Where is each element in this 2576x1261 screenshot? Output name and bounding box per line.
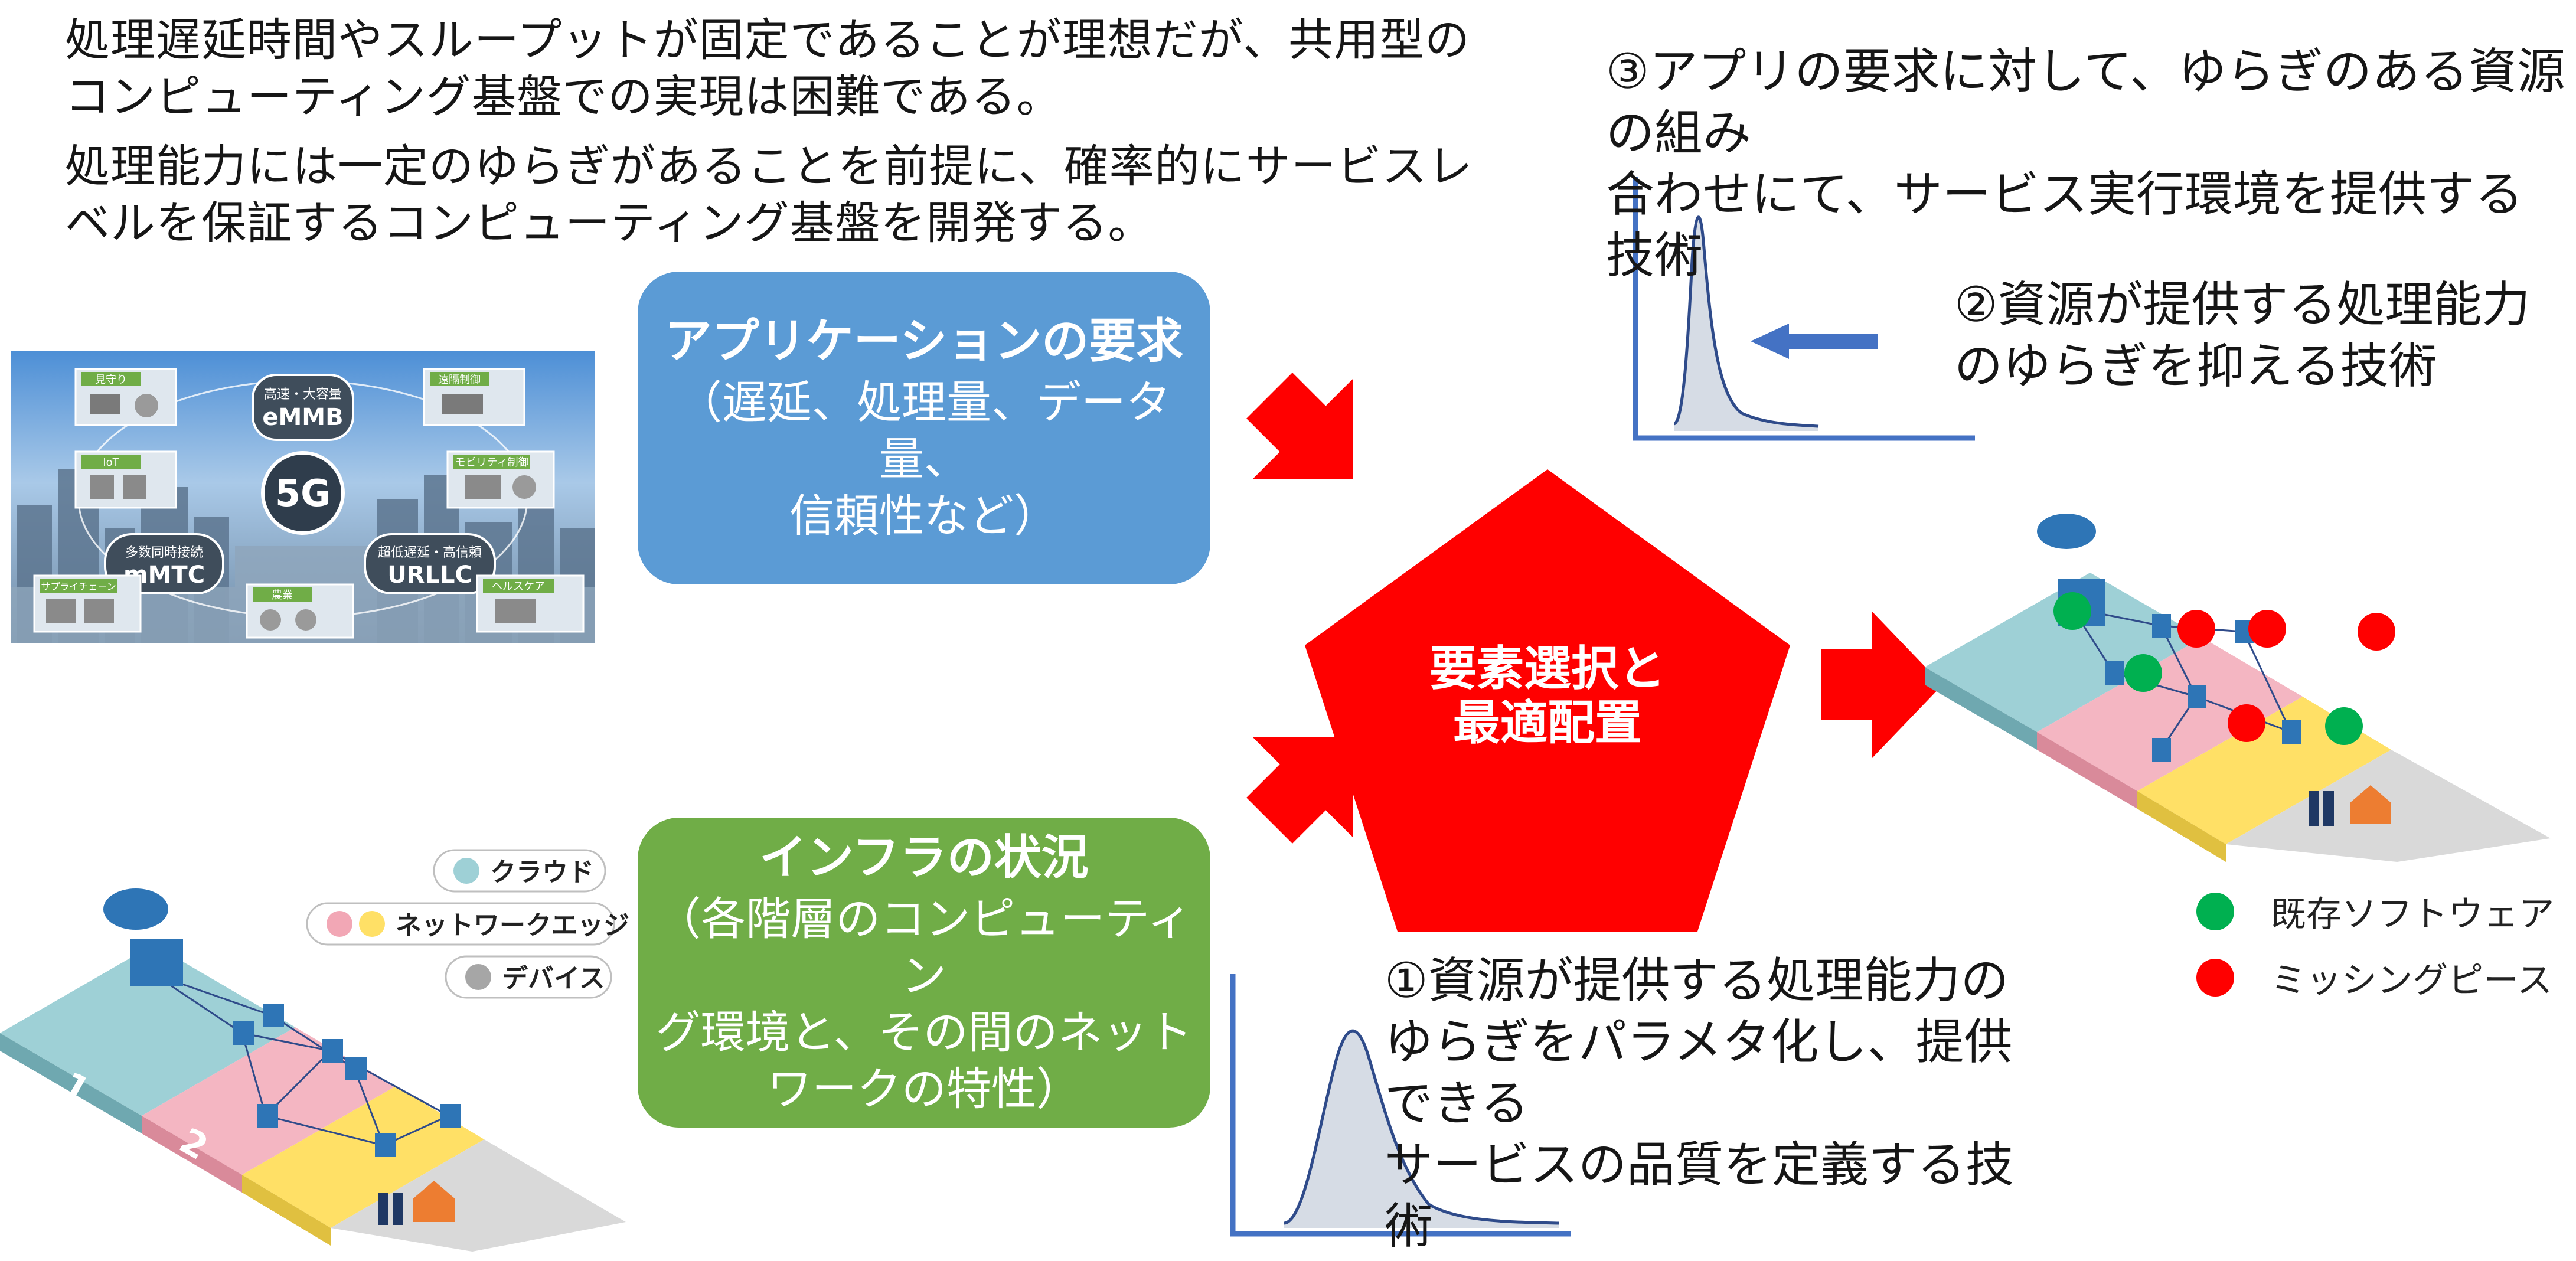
technique-1-text: ①資源が提供する処理能力の ゆらぎをパラメタ化し、提供できる サービスの品質を定…: [1385, 953, 2015, 1255]
technique-3-text: ③アプリの要求に対して、ゆらぎのある資源の組み 合わせにて、サービス実行環境を提…: [1606, 44, 2565, 284]
cloud-layer-label: クラウド: [490, 857, 594, 887]
missing-piece-legend-dot: [2196, 958, 2234, 997]
legend-existing-software: 既存ソフトウェア: [2196, 886, 2554, 937]
urllc-caption: 超低遅延・高信頼: [378, 545, 482, 560]
svg-text:モビリティ制御: モビリティ制御: [455, 456, 529, 469]
edge-layer-dot-2: [359, 911, 385, 937]
missing-piece-marker: [2177, 610, 2215, 648]
embb-caption: 高速・大容量: [264, 387, 342, 402]
arrow-to-output-icon: [1821, 611, 1942, 759]
edge-layer-dot-1: [327, 911, 352, 937]
intro-paragraph-2: 処理能力には一定のゆらぎがあることを前提に、確率的にサービスレベルを保証するコン…: [65, 140, 1473, 249]
missing-piece-marker: [2228, 704, 2265, 742]
application-requirements-body: （遅延、処理量、データ量、 信頼性など）: [677, 376, 1171, 542]
urllc-label: URLLC: [387, 561, 472, 589]
device-layer-label: デバイス: [502, 963, 605, 994]
5g-hub: [261, 451, 345, 535]
missing-piece-marker: [2248, 610, 2286, 648]
embb-label: eMMB: [262, 404, 343, 431]
5g-label: 5G: [275, 472, 331, 515]
use-case-tile: 遠隔制御: [423, 368, 525, 426]
svg-text:見守り: 見守り: [95, 374, 127, 386]
arrow-from-infrastructure-icon: [1246, 737, 1353, 844]
application-requirements-title: アプリケーションの要求: [664, 313, 1184, 368]
technique-2-text: ②資源が提供する処理能力 のゆらぎを抑える技術: [1954, 277, 2531, 394]
svg-text:サプライチェーン: サプライチェーン: [41, 581, 116, 592]
use-case-tile: ヘルスケア: [476, 574, 585, 633]
infrastructure-status-body: （各階層のコンピューティン グ環境と、その間のネット ワークの特性）: [655, 892, 1193, 1115]
svg-text:IoT: IoT: [103, 456, 119, 469]
edge-layer-label: ネットワークエッジ: [396, 910, 629, 940]
missing-piece-marker: [2358, 613, 2395, 651]
optimized-placement-illustration: [1925, 514, 2551, 862]
center-label-line-1: 要素選択と: [1429, 641, 1666, 696]
mmtc-caption: 多数同時接続: [125, 545, 203, 560]
intro-paragraph-1: 処理遅延時間やスループットが固定であることが理想だが、共用型のコンピューティング…: [65, 14, 1471, 123]
existing-software-marker: [2325, 707, 2363, 745]
use-case-tile: 見守り: [74, 368, 177, 426]
svg-text:農業: 農業: [272, 589, 293, 602]
infrastructure-status-title: インフラの状況: [759, 829, 1089, 885]
infrastructure-status-box: インフラの状況 （各階層のコンピューティン グ環境と、その間のネット ワークの特…: [638, 818, 1210, 1128]
5g-services-image: 5G 高速・大容量 eMMB 多数同時接続 mMTC 超低遅延・高信頼 URLL…: [11, 351, 595, 643]
legend-missing-piece: ミッシングピース: [2196, 952, 2552, 1003]
svg-text:ヘルスケア: ヘルスケア: [492, 580, 545, 593]
left-arrow-icon: [1751, 324, 1878, 359]
use-case-tile: サプライチェーン: [33, 574, 142, 633]
layer-legend: クラウド ネットワークエッジ デバイス: [306, 849, 629, 999]
existing-software-marker: [2124, 654, 2162, 692]
application-requirements-box: アプリケーションの要求 （遅延、処理量、データ量、 信頼性など）: [638, 272, 1210, 584]
intro-text: 処理遅延時間やスループットが固定であることが理想だが、共用型のコンピューティング…: [65, 12, 1482, 251]
missing-piece-legend-label: ミッシングピース: [2271, 960, 2552, 1001]
selection-placement-pentagon: [1305, 469, 1790, 932]
center-label-line-2: 最適配置: [1453, 695, 1642, 750]
narrow-distribution-plot: [1633, 177, 1975, 441]
cloud-layer-dot: [453, 858, 479, 884]
svg-text:遠隔制御: 遠隔制御: [438, 374, 481, 386]
existing-software-legend-dot: [2196, 892, 2234, 930]
existing-software-marker: [2053, 592, 2091, 630]
layered-infrastructure-illustration: クラウド ネットワークエッジ デバイス 1 2: [0, 849, 629, 1252]
use-case-tile: 農業: [246, 583, 354, 639]
device-layer-dot: [465, 964, 491, 990]
wide-distribution-plot: [1230, 974, 1571, 1237]
use-case-tile: モビリティ制御: [446, 450, 555, 509]
use-case-tile: IoT: [74, 450, 177, 509]
arrow-from-application-icon: [1246, 373, 1353, 479]
existing-software-legend-label: 既存ソフトウェア: [2271, 894, 2554, 935]
